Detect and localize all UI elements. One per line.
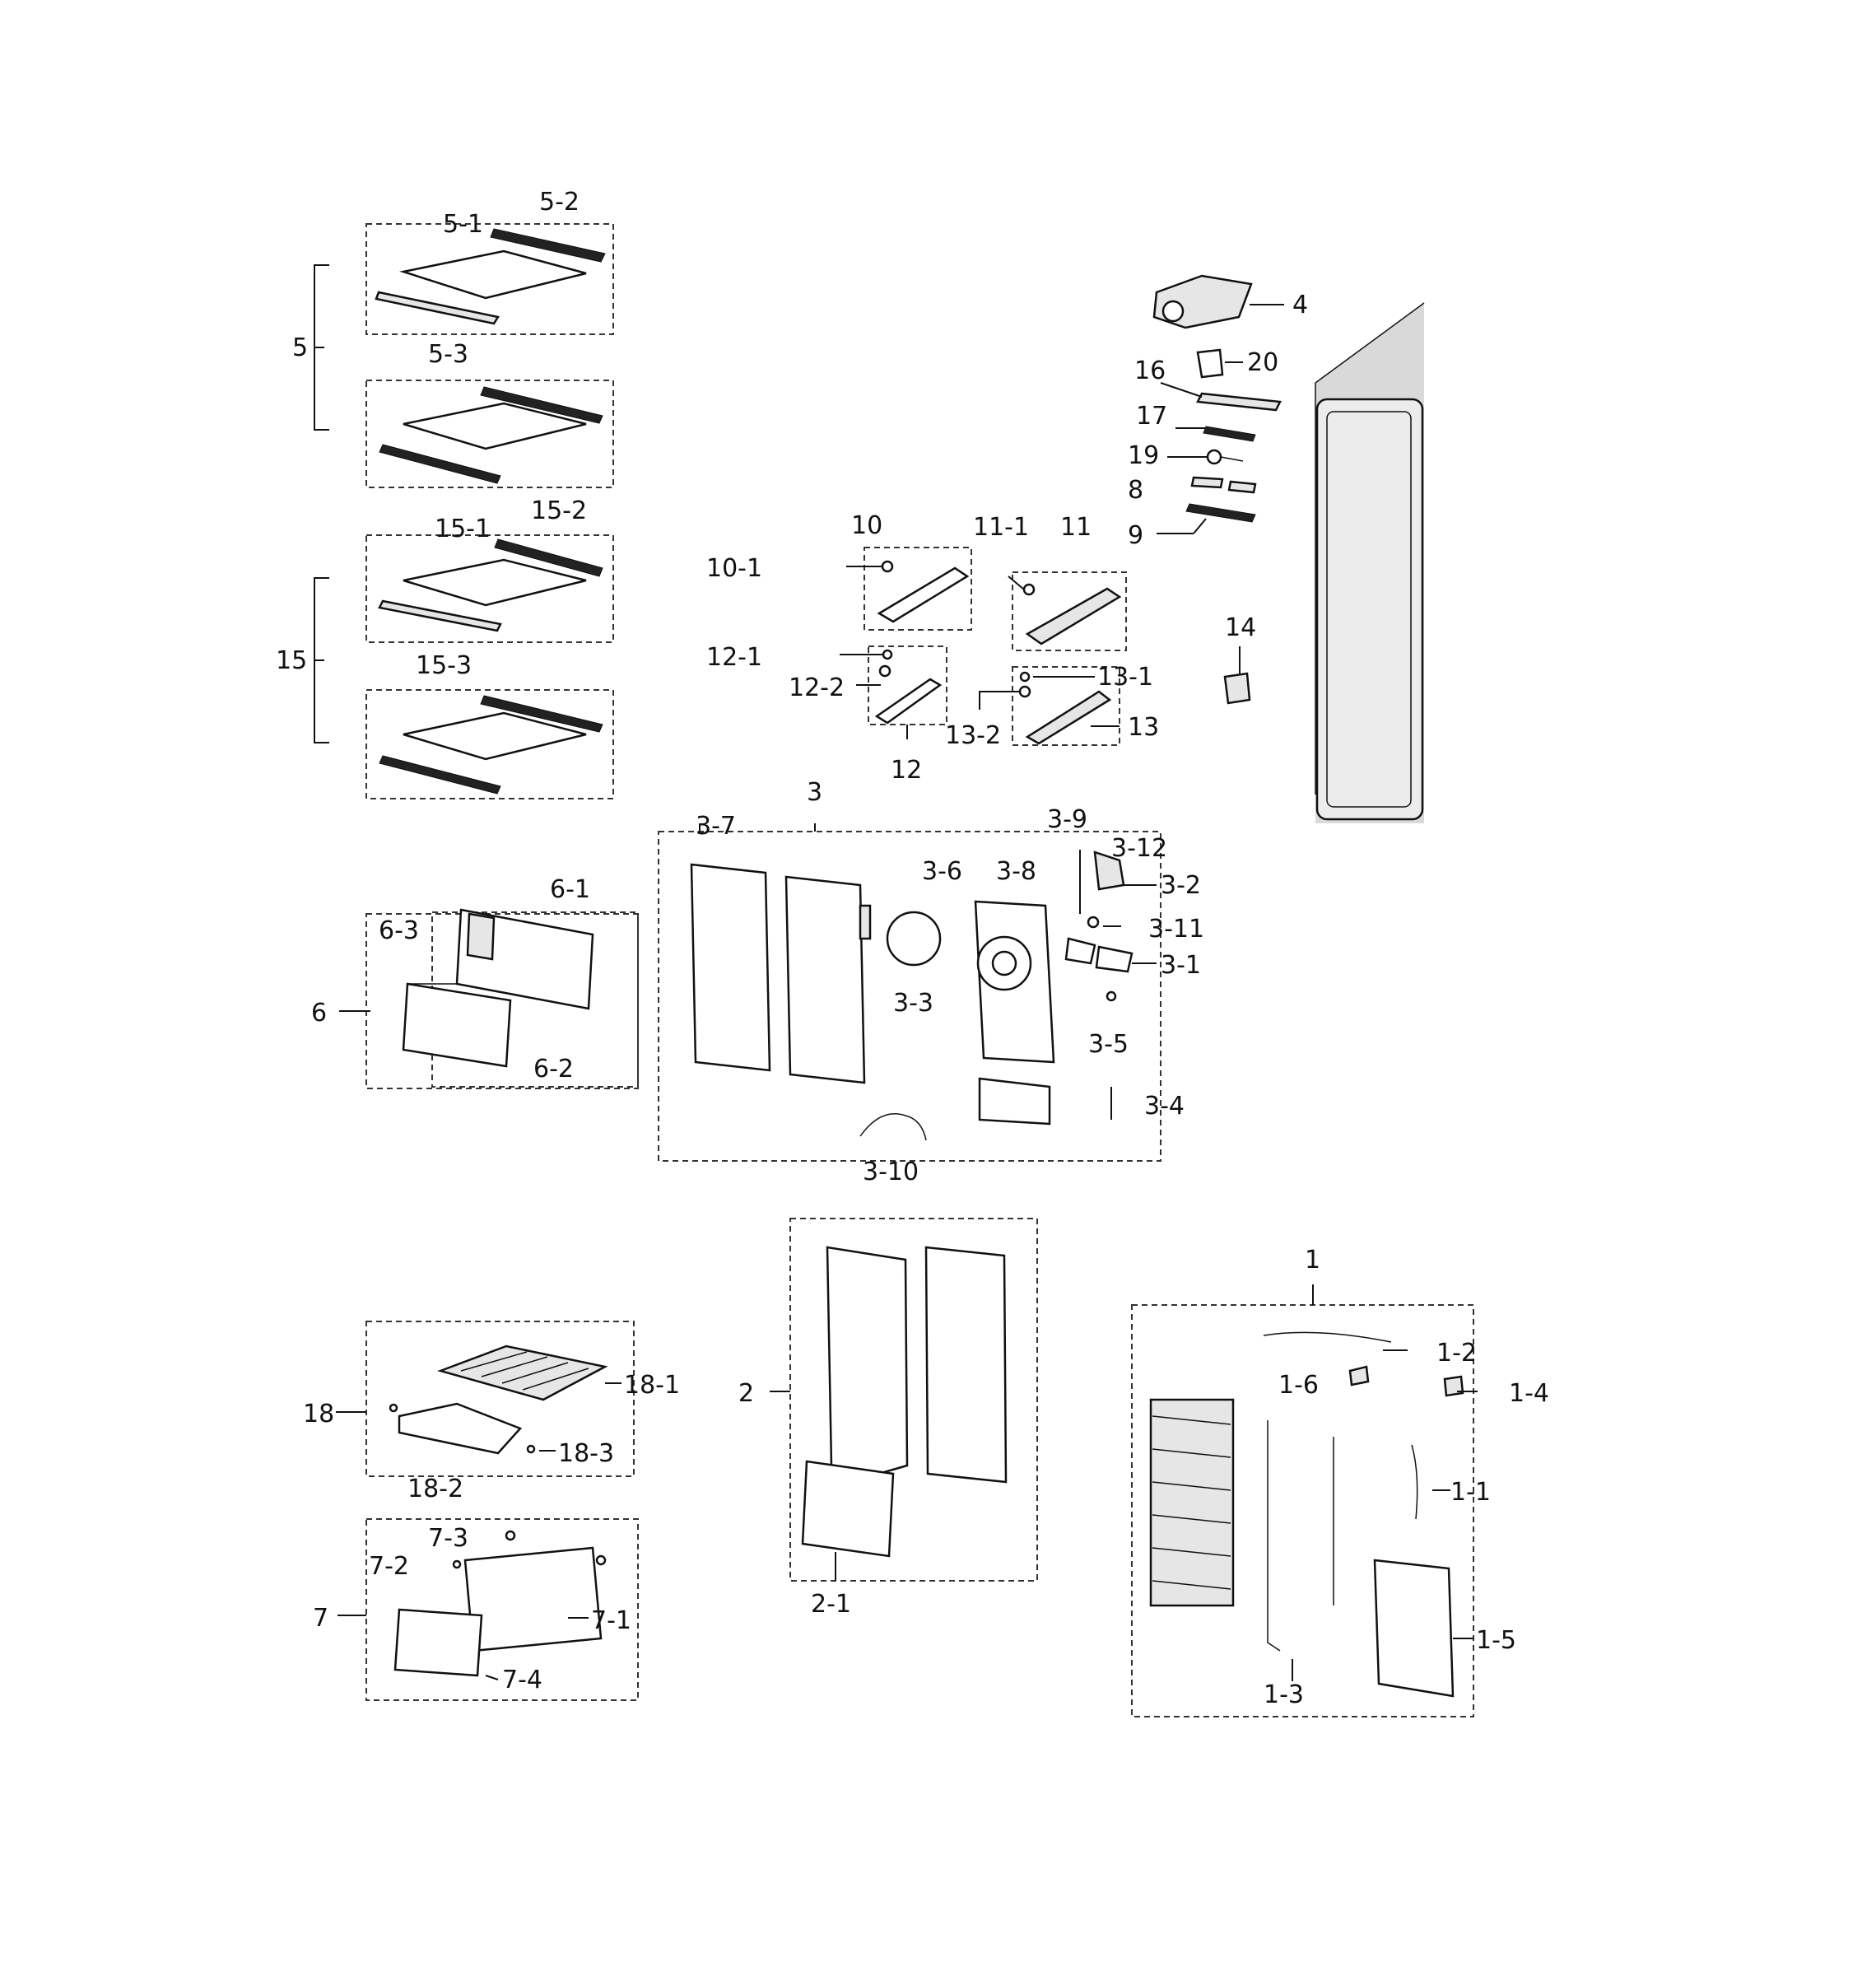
evaporator-cover-assembly-3	[658, 823, 1161, 1162]
label-7-4: 7-4	[502, 1666, 542, 1694]
label-3-12: 3-12	[1111, 834, 1167, 863]
label-12: 12	[891, 756, 922, 785]
label-13-1: 13-1	[1097, 663, 1153, 692]
label-11-1: 11-1	[973, 513, 1029, 542]
label-11: 11	[1060, 513, 1092, 542]
label-3-1: 3-1	[1161, 951, 1201, 980]
duct-assembly-2	[770, 1218, 1038, 1582]
label-1-6: 1-6	[1278, 1371, 1319, 1400]
label-12-2: 12-2	[789, 673, 845, 702]
label-13-2: 13-2	[945, 721, 1001, 750]
tray-assembly-18	[336, 1321, 635, 1477]
label-9: 9	[1128, 521, 1143, 550]
label-2-1: 2-1	[811, 1590, 851, 1619]
label-2: 2	[738, 1379, 754, 1408]
label-12-1: 12-1	[706, 643, 762, 672]
label-3-3: 3-3	[893, 989, 933, 1018]
label-1-5: 1-5	[1476, 1626, 1516, 1655]
label-20: 20	[1247, 348, 1278, 377]
label-15: 15	[276, 646, 307, 675]
label-1-3: 1-3	[1264, 1680, 1304, 1709]
label-5: 5	[292, 333, 308, 362]
label-3-9: 3-9	[1047, 805, 1087, 834]
label-3: 3	[807, 778, 822, 807]
label-17: 17	[1136, 402, 1167, 431]
label-7: 7	[313, 1604, 328, 1633]
refrigerator-door-panel	[1315, 302, 1425, 823]
label-19: 19	[1128, 441, 1159, 470]
label-13: 13	[1128, 713, 1159, 742]
bracket-group	[840, 547, 1127, 746]
label-6-3: 6-3	[379, 916, 419, 945]
label-1-1: 1-1	[1450, 1478, 1491, 1507]
label-14: 14	[1225, 613, 1256, 642]
label-18-3: 18-3	[558, 1439, 614, 1468]
label-8: 8	[1128, 476, 1143, 505]
label-3-10: 3-10	[863, 1158, 919, 1186]
label-7-3: 7-3	[428, 1524, 468, 1553]
label-5-2: 5-2	[539, 188, 580, 217]
label-18-2: 18-2	[407, 1475, 463, 1503]
shelf-assembly-5	[314, 223, 614, 488]
part-labels: 5-2 5-1 5 5-3 15-1 15-2 15 15-3 10 10-1 …	[276, 188, 1549, 1709]
label-10: 10	[851, 511, 882, 540]
label-7-1: 7-1	[591, 1606, 631, 1635]
label-15-3: 15-3	[416, 651, 472, 680]
top-components	[1152, 274, 1284, 705]
label-3-5: 3-5	[1088, 1030, 1129, 1059]
shelf-assembly-15	[314, 534, 614, 799]
label-3-8: 3-8	[996, 857, 1036, 886]
label-1-4: 1-4	[1509, 1379, 1549, 1408]
label-3-7: 3-7	[696, 812, 736, 841]
label-4: 4	[1292, 291, 1308, 319]
label-3-6: 3-6	[922, 857, 962, 886]
label-6-1: 6-1	[550, 875, 590, 904]
label-5-1: 5-1	[443, 210, 483, 239]
label-3-2: 3-2	[1161, 871, 1201, 900]
label-6: 6	[311, 999, 327, 1028]
label-6-2: 6-2	[533, 1055, 574, 1084]
label-5-3: 5-3	[428, 340, 468, 369]
label-7-2: 7-2	[369, 1552, 409, 1581]
evaporator-assembly-1	[1131, 1284, 1478, 1717]
label-3-4: 3-4	[1144, 1092, 1185, 1121]
label-15-1: 15-1	[435, 515, 491, 543]
label-18-1: 18-1	[624, 1371, 680, 1400]
label-16: 16	[1134, 357, 1166, 385]
label-1: 1	[1305, 1246, 1320, 1275]
drawer-assembly-7	[337, 1518, 639, 1701]
label-3-11: 3-11	[1148, 915, 1204, 944]
label-1-2: 1-2	[1436, 1339, 1477, 1368]
label-10-1: 10-1	[706, 554, 762, 583]
label-18: 18	[303, 1400, 334, 1428]
drawer-assembly-6	[339, 908, 639, 1089]
label-15-2: 15-2	[531, 496, 587, 525]
